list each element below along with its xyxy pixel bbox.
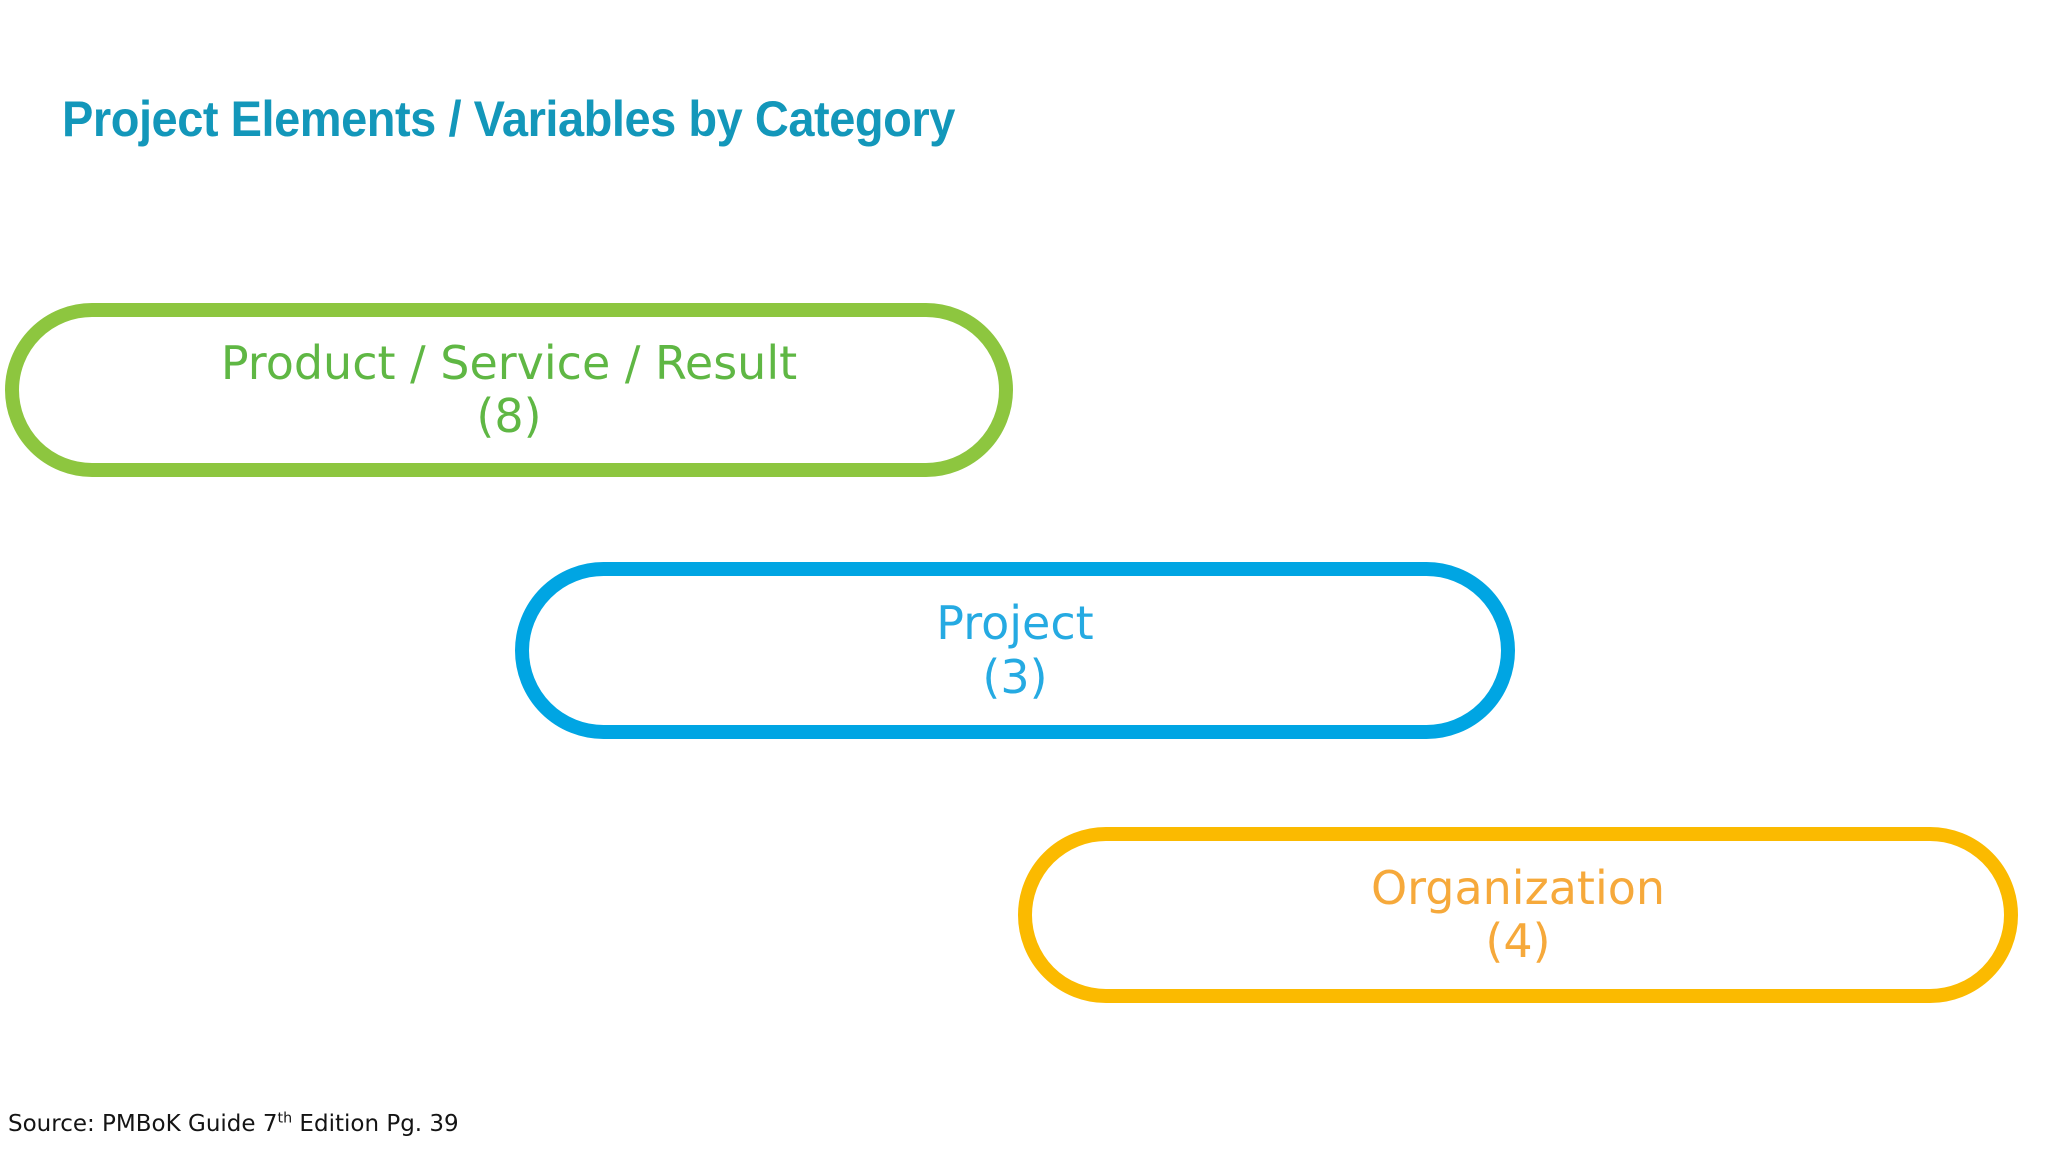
pill-project[interactable]: Project (3) — [515, 562, 1515, 739]
source-note-suffix: Edition Pg. 39 — [292, 1111, 459, 1137]
pill-organization[interactable]: Organization (4) — [1018, 827, 2018, 1003]
pill-label-product-service-result: Product / Service / Result — [220, 335, 798, 390]
pill-count-project: (3) — [982, 649, 1048, 704]
page-title: Project Elements / Variables by Category — [62, 91, 955, 147]
pill-count-organization: (4) — [1485, 914, 1551, 968]
pill-label-organization: Organization — [1370, 860, 1666, 915]
source-note: Source: PMBoK Guide 7th Edition Pg. 39 — [8, 1110, 459, 1140]
source-note-prefix: Source: PMBoK Guide 7 — [8, 1111, 278, 1137]
source-note-ordinal: th — [277, 1110, 293, 1127]
pill-product-service-result[interactable]: Product / Service / Result (8) — [5, 303, 1013, 477]
pill-label-project: Project — [936, 596, 1094, 651]
pill-count-product-service-result: (8) — [476, 389, 542, 443]
